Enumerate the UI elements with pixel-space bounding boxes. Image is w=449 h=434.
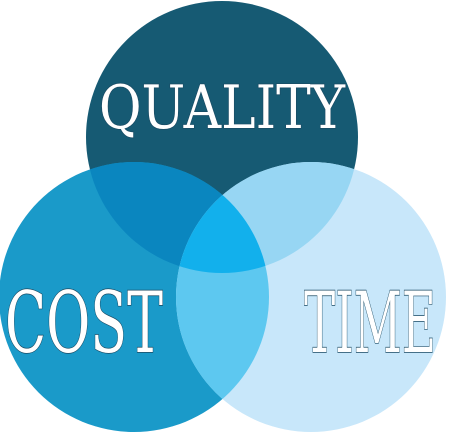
time-label: TIME <box>304 274 436 372</box>
quality-label: QUALITY <box>99 73 346 143</box>
center-overlap <box>176 162 269 273</box>
cost-label: COST <box>5 274 163 372</box>
